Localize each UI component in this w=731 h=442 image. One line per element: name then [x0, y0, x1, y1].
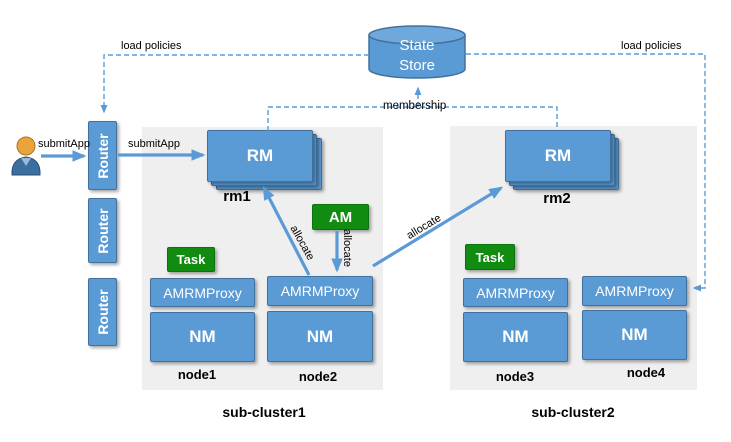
node1-task-text: Task [176, 252, 206, 267]
node1-amrmproxy-box: AMRMProxy [150, 278, 255, 307]
node3-amrmproxy-box: AMRMProxy [463, 278, 568, 307]
router-3-label: Router [94, 289, 111, 335]
node1-nm-text: NM [189, 327, 216, 346]
router-1-label: Router [94, 132, 111, 179]
node4-nm-text: NM [621, 325, 648, 344]
node2-amrmproxy-box: AMRMProxy [267, 276, 373, 306]
user-icon [11, 136, 41, 176]
node3-label: node3 [495, 369, 535, 384]
node1-label: node1 [177, 367, 217, 382]
state-store-line1: State [399, 37, 435, 54]
node4-amrmproxy-text: AMRMProxy [595, 283, 674, 299]
rm2-text: RM [544, 146, 572, 165]
node1-task-box: Task [167, 247, 215, 272]
node4-label: node4 [626, 365, 666, 380]
node2-amrmproxy-text: AMRMProxy [280, 283, 360, 299]
node2-label: node2 [298, 369, 338, 384]
node2-nm-text: NM [306, 326, 334, 346]
node2-nm-box: NM [267, 311, 373, 362]
node1-amrmproxy-text: AMRMProxy [163, 284, 242, 301]
router-2-label: Router [94, 207, 111, 254]
sub-cluster2-label: sub-cluster2 [531, 404, 615, 420]
node3-task-text: Task [475, 249, 505, 265]
node4-amrmproxy-box: AMRMProxy [582, 276, 687, 306]
node1-nm-box: NM [150, 312, 255, 362]
sub-cluster1-label: sub-cluster1 [222, 404, 306, 420]
am-box: AM [312, 204, 369, 230]
am-text: AM [328, 208, 353, 226]
node3-nm-text: NM [502, 327, 529, 346]
rm1-box: RM [207, 130, 313, 182]
state-store-line2: Store [399, 57, 435, 74]
node4-nm-box: NM [582, 310, 687, 360]
router-box-1: Router [88, 121, 117, 190]
state-store-cylinder-icon [368, 25, 466, 79]
router-box-2: Router [88, 198, 117, 263]
rm2-label: rm2 [543, 190, 571, 207]
rm1-label: rm1 [223, 188, 251, 205]
rm1-text: RM [246, 146, 274, 165]
node3-amrmproxy-text: AMRMProxy [476, 284, 555, 301]
node3-task-box: Task [465, 244, 515, 270]
rm2-box: RM [505, 130, 611, 182]
node3-nm-box: NM [463, 312, 568, 362]
router-box-3: Router [88, 278, 117, 346]
